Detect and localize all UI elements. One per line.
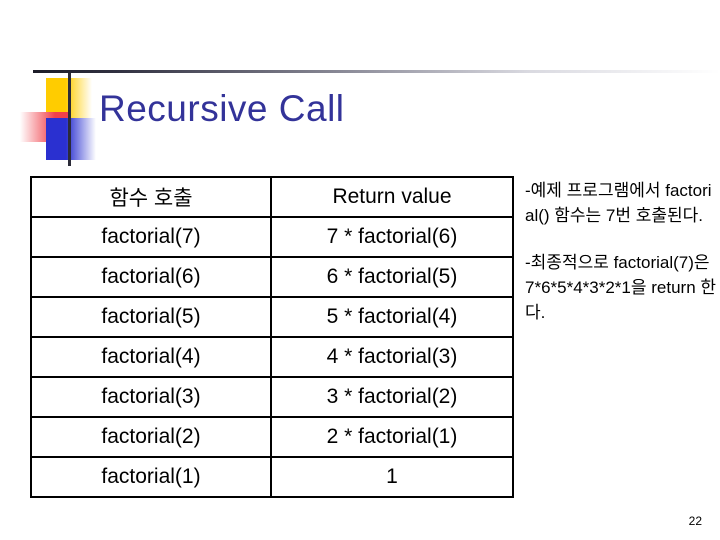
cell-return-value: 1	[270, 456, 514, 498]
cell-return-value: 3 * factorial(2)	[270, 376, 514, 418]
table-row: factorial(2) 2 * factorial(1)	[30, 416, 514, 458]
cell-return-value: 6 * factorial(5)	[270, 256, 514, 298]
cell-return-value: 5 * factorial(4)	[270, 296, 514, 338]
cell-function-call: factorial(1)	[30, 456, 272, 498]
table-row: factorial(3) 3 * factorial(2)	[30, 376, 514, 418]
page-title: Recursive Call	[99, 88, 345, 129]
cell-function-call: factorial(3)	[30, 376, 272, 418]
header-horizontal-rule	[33, 70, 720, 73]
column-header-function-call: 함수 호출	[30, 176, 272, 218]
cell-function-call: factorial(5)	[30, 296, 272, 338]
table-header-row: 함수 호출 Return value	[30, 176, 514, 218]
cell-function-call: factorial(2)	[30, 416, 272, 458]
logo-blue-square-icon	[46, 118, 96, 160]
note-call-count: -예제 프로그램에서 factorial() 함수는 7번 호출된다.	[525, 181, 712, 225]
cell-return-value: 7 * factorial(6)	[270, 216, 514, 258]
table-row: factorial(4) 4 * factorial(3)	[30, 336, 514, 378]
note-final-result: -최종적으로 factorial(7)은 7*6*5*4*3*2*1을 retu…	[525, 253, 717, 322]
table-row: factorial(6) 6 * factorial(5)	[30, 256, 514, 298]
notes-panel: -예제 프로그램에서 factorial() 함수는 7번 호출된다. -최종적…	[525, 178, 717, 325]
table-row: factorial(7) 7 * factorial(6)	[30, 216, 514, 258]
cell-function-call: factorial(4)	[30, 336, 272, 378]
recursive-call-trace-table: 함수 호출 Return value factorial(7) 7 * fact…	[30, 176, 514, 498]
cell-function-call: factorial(7)	[30, 216, 272, 258]
column-header-return-value: Return value	[270, 176, 514, 218]
cell-return-value: 2 * factorial(1)	[270, 416, 514, 458]
table-row: factorial(5) 5 * factorial(4)	[30, 296, 514, 338]
cell-function-call: factorial(6)	[30, 256, 272, 298]
decorative-logo-mark	[18, 70, 102, 166]
logo-vertical-rule	[68, 70, 71, 166]
page-number: 22	[688, 514, 702, 528]
cell-return-value: 4 * factorial(3)	[270, 336, 514, 378]
table-row: factorial(1) 1	[30, 456, 514, 498]
slide-header: Recursive Call	[0, 0, 720, 166]
